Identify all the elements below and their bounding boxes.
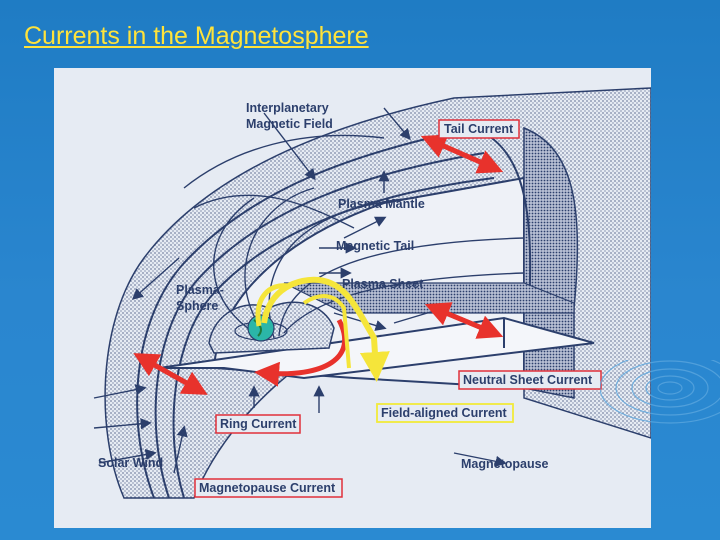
flow-arrows <box>93 107 507 474</box>
field-aligned-current-arrow <box>255 276 390 382</box>
label-sphere: Sphere <box>176 299 218 313</box>
current-labels: Tail Current Neutral Sheet Current Field… <box>194 119 602 498</box>
ripple-decoration <box>600 360 720 424</box>
label-plasma-sheet: Plasma Sheet <box>342 277 424 291</box>
label-plasma: Plasma- <box>176 283 224 297</box>
label-magnetic-tail: Magnetic Tail <box>336 239 414 253</box>
label-neutral-sheet-current: Neutral Sheet Current <box>463 373 593 387</box>
label-plasma-mantle: Plasma Mantle <box>338 197 425 211</box>
earth-icon <box>234 314 288 342</box>
label-magnetic-field: Magnetic Field <box>246 117 333 131</box>
slide-title: Currents in the Magnetosphere <box>24 22 369 50</box>
label-field-aligned-current: Field-aligned Current <box>381 406 508 420</box>
label-ring-current: Ring Current <box>220 417 297 431</box>
label-interplanetary: Interplanetary <box>246 101 329 115</box>
label-solar-wind: Solar Wind <box>98 456 163 470</box>
magnetosphere-illustration: Interplanetary Magnetic Field Plasma Man… <box>93 87 652 499</box>
magnetosphere-diagram: Interplanetary Magnetic Field Plasma Man… <box>54 68 652 528</box>
current-arrows <box>133 134 504 395</box>
label-magnetopause-current: Magnetopause Current <box>199 481 336 495</box>
label-tail-current: Tail Current <box>444 122 514 136</box>
region-labels: Interplanetary Magnetic Field Plasma Man… <box>98 101 549 471</box>
label-magnetopause: Magnetopause <box>461 457 549 471</box>
